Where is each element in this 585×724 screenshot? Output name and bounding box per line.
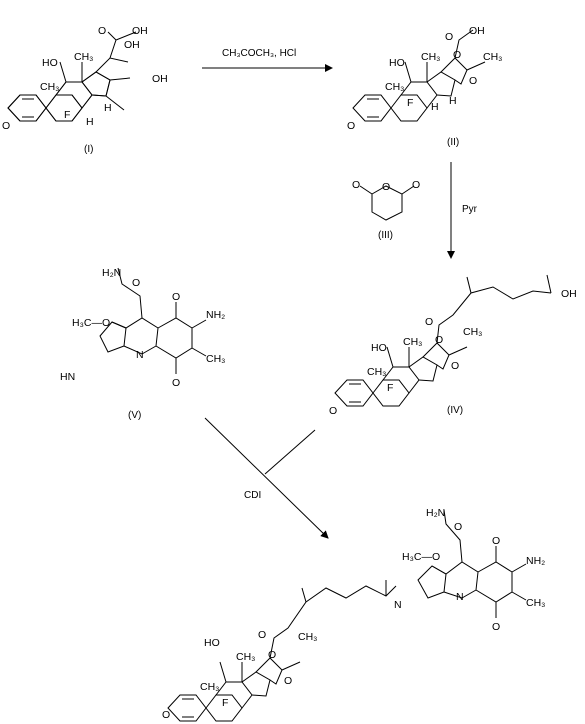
atom-label: HO — [204, 637, 220, 649]
atom-label: CH₃ — [483, 51, 502, 63]
atom-label: F — [407, 97, 413, 109]
atom-label: O — [284, 675, 292, 687]
reagent-1: CH₃COCH₃, HCl — [222, 48, 296, 59]
arrow-3b — [264, 429, 316, 475]
atom-label: O — [347, 120, 355, 132]
compound-label-II: (II) — [447, 137, 459, 148]
atom-label: CH₃ — [206, 353, 225, 365]
atom-label: H₂N — [102, 267, 121, 279]
atom-label: N — [394, 599, 402, 611]
atom-label: O — [258, 629, 266, 641]
compound-label-V: (V) — [128, 410, 141, 421]
atom-label: H — [431, 101, 439, 113]
atom-label: OH — [152, 73, 168, 85]
compound-label-IV: (IV) — [447, 405, 463, 416]
atom-label: O — [98, 25, 106, 37]
atom-label: O — [469, 75, 477, 87]
compound-IV: HO CH₃ O O CH₃ OH O F CH₃ O (IV) — [329, 274, 577, 417]
compound-I: HO CH₃ OH OH O OH F CH₃ O H H (I) — [2, 25, 168, 155]
atom-label: CH₃ — [200, 681, 219, 693]
atom-label: O — [435, 334, 443, 346]
atom-label: CH₃ — [463, 326, 482, 338]
atom-label: O — [352, 179, 360, 191]
atom-label: O — [2, 120, 10, 132]
reagent-3: CDI — [244, 490, 261, 501]
atom-label: CH₃ — [236, 651, 255, 663]
atom-label: O — [172, 377, 180, 389]
arrow-3 — [204, 417, 329, 539]
atom-label: O — [453, 49, 461, 61]
atom-label: H₃C—O — [402, 551, 440, 563]
compound-label-I: (I) — [84, 144, 93, 155]
atom-label: HO — [371, 342, 387, 354]
atom-label: HO — [389, 57, 405, 69]
atom-label: O — [412, 179, 420, 191]
atom-label: CH₃ — [40, 81, 59, 93]
reagent-2: Pyr — [462, 204, 478, 215]
atom-label: O — [445, 31, 453, 43]
atom-label: CH₃ — [421, 51, 440, 63]
compound-V: H₂N O H₃C—O O NH₂ CH₃ O HN N (V) — [60, 267, 225, 421]
atom-label: F — [64, 109, 70, 121]
atom-label: F — [222, 697, 228, 709]
atom-label: O — [451, 360, 459, 372]
atom-label: O — [162, 709, 170, 721]
atom-label: O — [172, 291, 180, 303]
atom-label: H — [104, 102, 112, 114]
atom-label: HN — [60, 371, 75, 383]
atom-label: NH₂ — [206, 309, 225, 321]
atom-label: O — [492, 535, 500, 547]
atom-label: O — [132, 277, 140, 289]
atom-label: O — [492, 621, 500, 633]
atom-label: CH₃ — [367, 366, 386, 378]
atom-label: HO — [42, 57, 58, 69]
product-mitomycin: H₂N O H₃C—O O NH₂ CH₃ O N N — [394, 507, 545, 633]
atom-label: F — [387, 382, 393, 394]
compound-II: HO CH₃ O O CH₃ OH O F CH₃ O H H (II) — [347, 25, 502, 148]
atom-label: CH₃ — [403, 336, 422, 348]
atom-label: N — [456, 591, 464, 603]
compound-label-III: (III) — [378, 230, 393, 241]
atom-label: CH₃ — [298, 631, 317, 643]
atom-label: O — [382, 181, 390, 193]
compound-product: HO CH₃ O O CH₃ O F CH₃ O — [162, 580, 397, 722]
atom-label: N — [136, 349, 144, 361]
atom-label: OH — [561, 288, 577, 300]
atom-label: CH₃ — [385, 81, 404, 93]
atom-label: O — [454, 521, 462, 533]
atom-label: CH₃ — [74, 51, 93, 63]
atom-label: H₂N — [426, 507, 445, 519]
atom-label: H — [86, 116, 94, 128]
atom-label: O — [329, 405, 337, 417]
atom-label: O — [425, 316, 433, 328]
atom-label: O — [268, 649, 276, 661]
atom-label: NH₂ — [526, 555, 545, 567]
compound-III: O O O (III) — [352, 179, 420, 241]
atom-label: OH — [124, 39, 140, 51]
atom-label: H — [449, 95, 457, 107]
atom-label: CH₃ — [526, 597, 545, 609]
atom-label: OH — [469, 25, 485, 37]
atom-label: OH — [132, 25, 148, 37]
atom-label: H₃C—O — [72, 317, 110, 329]
